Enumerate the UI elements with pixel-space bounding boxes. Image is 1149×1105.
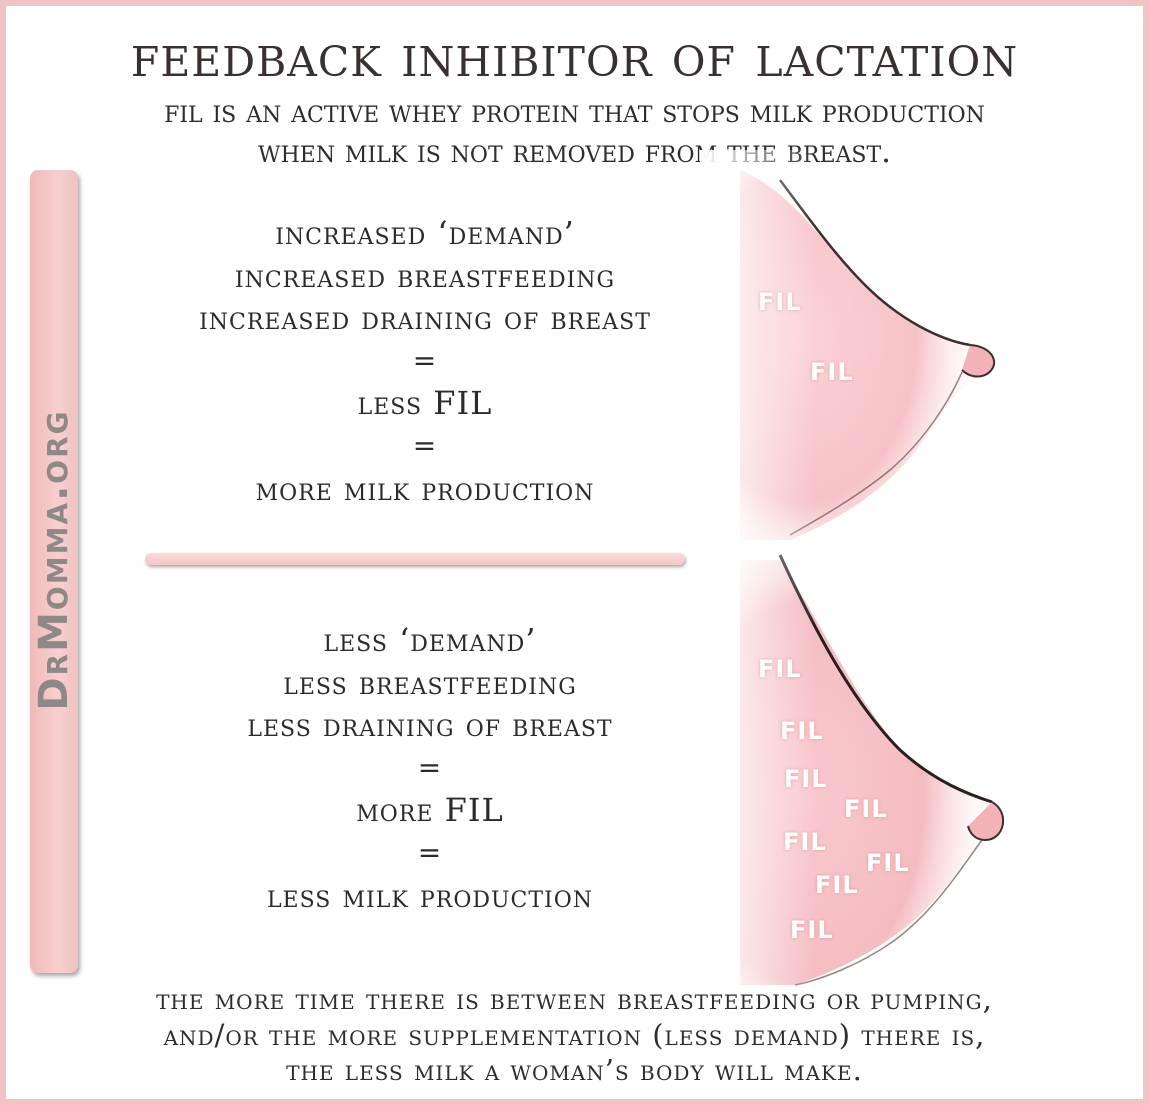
fil-label: FIL <box>758 288 802 316</box>
increase-line-result: more milk production <box>255 469 595 508</box>
decrease-line-result: less milk production <box>266 876 594 915</box>
increase-line-demand: increased ‘demand’ <box>275 214 575 252</box>
subtitle-line-1: FIL is an active whey protein that stops… <box>164 94 985 130</box>
fil-label: FIL <box>810 358 854 386</box>
increase-line-draining: increased draining of breast <box>199 299 651 338</box>
fil-label: FIL <box>844 795 888 823</box>
increase-line-breastfeeding: increased breastfeeding <box>234 256 616 295</box>
decrease-demand-block: less ‘demand’ less breastfeeding less dr… <box>85 619 775 917</box>
section-divider <box>145 553 685 565</box>
decrease-line-demand: less ‘demand’ <box>323 621 537 659</box>
equals-sign: = <box>412 428 438 462</box>
fil-label: FIL <box>783 828 827 856</box>
fil-label: FIL <box>790 916 834 944</box>
footer-line-2: and/or the more supplementation (less de… <box>163 1017 986 1052</box>
side-banner <box>30 170 78 973</box>
increase-demand-block: increased ‘demand’ increased breastfeedi… <box>80 212 770 510</box>
decrease-line-draining: less draining of breast <box>247 706 613 745</box>
fil-label: FIL <box>784 765 828 793</box>
increase-line-fil: less FIL <box>357 384 493 423</box>
fil-label: FIL <box>815 871 859 899</box>
fil-label: FIL <box>866 849 910 877</box>
side-banner-label: DrMomma.org <box>31 409 77 711</box>
equals-sign: = <box>417 835 443 869</box>
bottom-breast-shape <box>700 550 1030 990</box>
footer-line-3: the less milk a woman’s body will make. <box>286 1053 863 1087</box>
decrease-line-breastfeeding: less breastfeeding <box>283 663 577 702</box>
equals-sign: = <box>417 750 443 784</box>
breast-illustration <box>700 150 1030 990</box>
footer-note: The more time there is between breastfee… <box>0 982 1149 1089</box>
top-breast-shape <box>700 150 1030 550</box>
fil-label: FIL <box>758 655 802 683</box>
page-title: Feedback Inhibitor of Lactation <box>130 22 1019 90</box>
footer-line-1: The more time there is between breastfee… <box>156 982 993 1016</box>
decrease-line-fil: more FIL <box>356 791 504 830</box>
equals-sign: = <box>412 343 438 377</box>
fil-label: FIL <box>780 717 824 745</box>
